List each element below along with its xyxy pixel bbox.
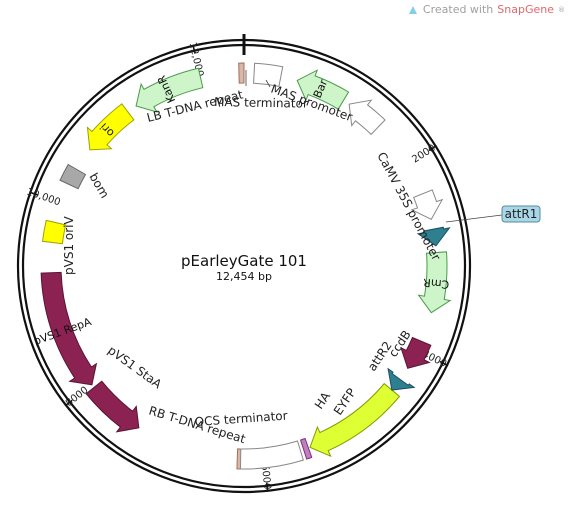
label-attr1: attR1 [505, 207, 538, 221]
feature-pvs1-repa[interactable] [40, 271, 98, 386]
feature-ha[interactable] [299, 437, 313, 460]
label-pvs1-oriv: pVS1 oriV [62, 215, 76, 275]
feature-mas-promoter-arrow[interactable] [348, 99, 386, 136]
feature-ocs-terminator[interactable] [239, 440, 304, 470]
plasmid-size: 12,454 bp [216, 270, 272, 283]
feature-mas-terminator-box[interactable] [253, 62, 284, 87]
feature-ccdb[interactable] [400, 336, 432, 369]
snapgene-credit: Created with SnapGene ® [407, 3, 565, 16]
feature-eyfp[interactable] [309, 382, 401, 458]
credit-text: Created with [422, 3, 494, 16]
attr1-label-box [501, 205, 541, 223]
tick-0 [428, 145, 437, 152]
credit-reg: ® [558, 5, 565, 14]
feature-pvs1-staa[interactable] [85, 380, 140, 433]
feature-bar[interactable] [296, 69, 350, 110]
feature-pvs1-oriv[interactable] [41, 219, 67, 245]
label-mas-terminator: MAS terminator [214, 95, 308, 111]
mas-promoter-leader [265, 79, 271, 88]
label-ocs-terminator: OCS terminator [194, 409, 288, 429]
feature-lb-tdna[interactable] [238, 62, 245, 84]
tick-4 [29, 191, 39, 196]
label-bom: bom [86, 171, 111, 201]
plasmid-name: pEarleyGate 101 [181, 252, 307, 270]
feature-attr2[interactable] [387, 367, 416, 391]
feature-camv-35s-arrow[interactable] [410, 189, 444, 220]
plasmid-backbone [16, 34, 472, 494]
tick-1 [439, 360, 449, 367]
label-ha: HA [312, 389, 334, 412]
tick-label-3: 8000 [64, 385, 91, 409]
credit-brand: SnapGene [497, 3, 554, 16]
feature-kanr[interactable] [135, 67, 204, 113]
tick-5 [192, 44, 196, 54]
tick-label-2: 6000 [259, 464, 273, 490]
tick-label-0: 2000 [410, 143, 437, 166]
feature-label-cmr: CmR [422, 276, 449, 291]
tick-2 [265, 482, 269, 492]
snapgene-logo-icon [408, 5, 417, 14]
attr1-leader [445, 214, 503, 223]
label-pvs1-staa: pVS1 StaA [105, 343, 165, 392]
feature-cmr[interactable] [417, 251, 452, 314]
tick-3 [64, 399, 73, 407]
feature-ori[interactable] [86, 103, 135, 151]
feature-bom[interactable] [59, 163, 87, 190]
feature-attr1[interactable] [416, 226, 451, 247]
